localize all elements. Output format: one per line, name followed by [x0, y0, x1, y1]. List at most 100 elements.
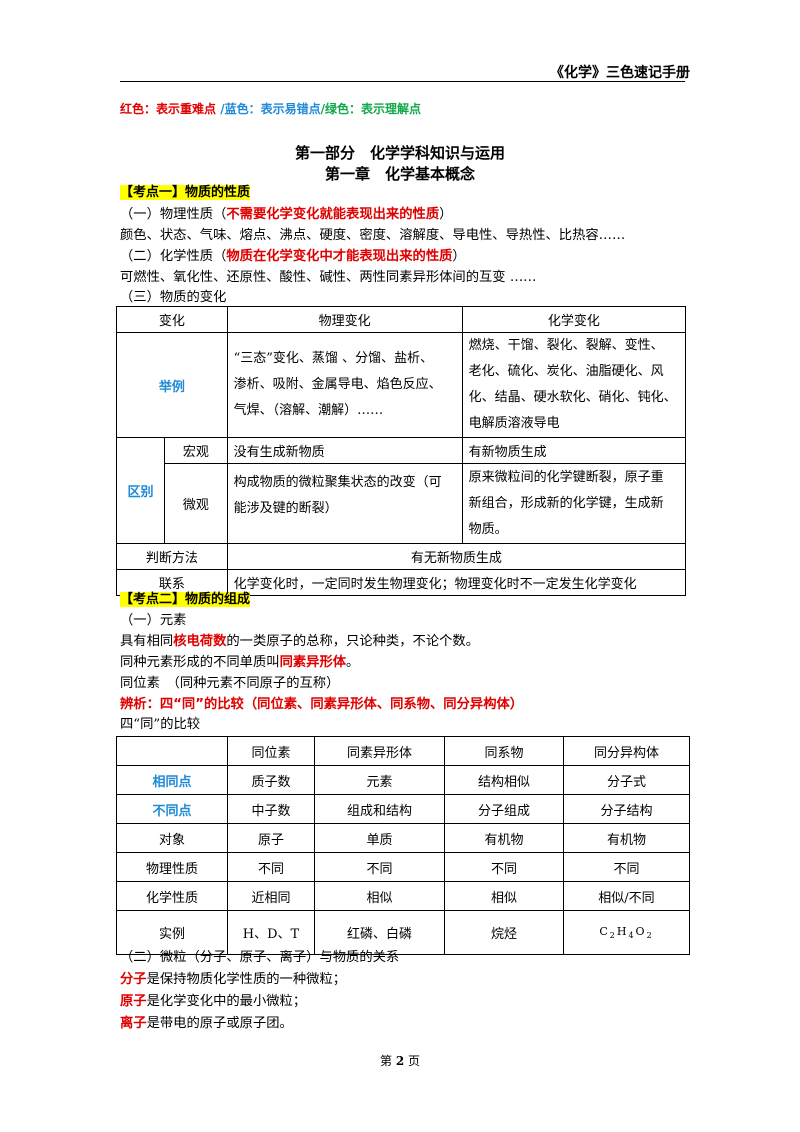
cell-line: 化、结晶、硬水软化、硝化、钝化、 [468, 390, 677, 405]
isotope-def: 同位素 （同种元素不同原子的互称） [120, 676, 340, 691]
table-cell: 近相同 [227, 881, 315, 911]
text-fragment: 是带电的原子或原子团。 [146, 1016, 293, 1031]
cell-line: 能涉及键的断裂） [233, 501, 338, 516]
table-cell: 元素 [314, 765, 445, 795]
table-cell: 分子结构 [563, 794, 690, 824]
text-fragment: 。 [346, 655, 360, 670]
table-cell: 有机物 [444, 823, 564, 853]
table-cell: 不同 [227, 852, 315, 882]
example-physical: “三态”变化、蒸馏 、分馏、盐析、 渗析、吸附、金属导电、焰色反应、 气焊、（溶… [226, 332, 463, 438]
table-row: 判断方法 有无新物质生成 [116, 543, 687, 570]
cell-line: 电解质溶液导电 [468, 416, 560, 431]
change-label: （三）物质的变化 [120, 290, 227, 305]
footer-text: 第 [379, 1054, 396, 1068]
table-cell: 有机物 [563, 823, 690, 853]
table-row: 举例 “三态”变化、蒸馏 、分馏、盐析、 渗析、吸附、金属导电、焰色反应、 气焊… [116, 332, 687, 438]
table-cell: 质子数 [227, 765, 315, 795]
table-cell: 分子式 [563, 765, 690, 795]
legend-sep: / [320, 102, 326, 116]
table-row: 实例 H、D、T 红磷、白磷 烷烃 C2H4O2 [116, 910, 690, 955]
table-cell: 分子组成 [444, 794, 564, 824]
key-term: 原子 [120, 994, 147, 1009]
color-legend: 红色：表示重难点 /蓝色：表示易错点/绿色：表示理解点 [120, 100, 421, 117]
table-header: 同素异形体 [314, 736, 445, 766]
text-fragment: 的一类原子的总称，只论种类，不论个数。 [226, 634, 480, 649]
table-row: 物理性质 不同 不同 不同 不同 [116, 852, 690, 882]
chemical-list: 可燃性、氧化性、还原性、酸性、碱性、两性同素异形体间的互变 …… [120, 270, 537, 285]
kp1-heading-line: 【考点一】物质的性质 [120, 183, 690, 203]
physical-property-line: （一）物理性质（不需要化学变化就能表现出来的性质） [120, 205, 690, 225]
formula-c: C [599, 924, 610, 938]
legend-green-prefix: 绿色：表示 [325, 102, 386, 116]
text-fragment: 同种元素形成的不同单质叫 [120, 655, 280, 670]
table-cell: 结构相似 [444, 765, 564, 795]
table-row: 区别 宏观 没有生成新物质 有新物质生成 [116, 437, 687, 544]
key-term: 离子 [120, 1016, 147, 1031]
table-header: 同系物 [444, 736, 564, 766]
chemical-property-line: （二）化学性质（物质在化学变化中才能表现出来的性质） [120, 247, 690, 267]
kp2-heading-line: 【考点二】物质的组成 [120, 590, 690, 610]
header-title: 《化学》三色速记手册 [550, 65, 690, 81]
table-header: 同分异构体 [563, 736, 690, 766]
table-header-blank [116, 736, 228, 766]
formula-sub: 2 [646, 931, 654, 941]
physical-label: （一）物理性质（ [120, 207, 227, 222]
four-same-table: 同位素 同素异形体 同系物 同分异构体 相同点 质子数 元素 结构相似 分子式 … [116, 736, 690, 955]
table-cell: 红磷、白磷 [314, 910, 445, 955]
table-cell: 中子数 [227, 794, 315, 824]
molecule-def: 分子是保持物质化学性质的一种微粒； [120, 970, 690, 990]
paren-close: ） [452, 249, 466, 264]
text-fragment: 具有相同 [120, 634, 174, 649]
table-row: 对象 原子 单质 有机物 有机物 [116, 823, 690, 853]
table-row: 不同点 中子数 组成和结构 分子组成 分子结构 [116, 794, 690, 824]
table-cell: 相似 [314, 881, 445, 911]
key-term: 核电荷数 [173, 634, 227, 649]
formula-sub: 2 [609, 931, 617, 941]
element-def: 具有相同核电荷数的一类原子的总称，只论种类，不论个数。 [120, 632, 690, 652]
example-chemical: 燃烧、干馏、裂化、裂解、变性、 老化、硫化、炭化、油脂硬化、风 化、结晶、硬水软… [461, 332, 687, 438]
paren-close: ） [439, 207, 453, 222]
table-header: 同位素 [227, 736, 315, 766]
example-label: 实例 [116, 910, 228, 955]
cell-line: 原来微粒间的化学键断裂，原子重 [468, 469, 664, 485]
macro-chemical: 有新物质生成 [461, 437, 687, 464]
table-row: 化学性质 近相同 相似 相似 相似/不同 [116, 881, 690, 911]
judge-label: 判断方法 [116, 543, 228, 570]
chem-label: 化学性质 [116, 881, 228, 911]
legend-blue-prefix: 蓝色：表示 [224, 102, 285, 116]
legend-blue-term: 易错点 [284, 102, 321, 116]
judge-value: 有无新物质生成 [226, 543, 687, 570]
cell-line: 渗析、吸附、金属导电、焰色反应、 [233, 377, 442, 392]
link-value: 化学变化时，一定同时发生物理变化；物理变化时不一定发生化学变化 [226, 569, 687, 596]
table-cell: 烷烃 [444, 910, 564, 955]
legend-red-term: 重难点 [180, 102, 217, 116]
table-cell: 不同 [563, 852, 690, 882]
macro-label: 宏观 [164, 437, 228, 464]
legend-sep: / [216, 102, 225, 116]
legend-green-term: 理解点 [385, 102, 422, 116]
page-number: 第 2 页 [0, 1052, 800, 1069]
particle-label: （二）微粒（分子、原子、离子）与物质的关系 [120, 950, 400, 965]
phys-label: 物理性质 [116, 852, 228, 882]
formula-h: H [616, 924, 629, 938]
formula-cell: C2H4O2 [563, 910, 690, 955]
chapter-title: 第一章 化学基本概念 [324, 165, 475, 183]
macro-physical: 没有生成新物质 [226, 437, 463, 464]
change-table: 变化 物理变化 化学变化 举例 “三态”变化、蒸馏 、分馏、盐析、 渗析、吸附、… [116, 306, 687, 596]
table-cell: 原子 [227, 823, 315, 853]
formula-sub: 4 [628, 931, 636, 941]
key-term: 同素异形体 [279, 655, 347, 670]
chemical-def: 物质在化学变化中才能表现出来的性质 [226, 249, 453, 264]
text-fragment: 是保持物质化学性质的一种微粒； [146, 972, 347, 987]
table-cell: 不同 [444, 852, 564, 882]
cell-line: 构成物质的微粒聚集状态的改变（可 [233, 475, 442, 490]
allotrope-def: 同种元素形成的不同单质叫同素异形体。 [120, 653, 690, 673]
link-label: 联系 [116, 569, 228, 596]
key-term: 分子 [120, 972, 147, 987]
cell-line: “三态”变化、蒸馏 、分馏、盐析、 [233, 351, 434, 366]
micro-chemical: 原来微粒间的化学键断裂，原子重 新组合，形成新的化学键，生成新 物质。 [461, 463, 687, 544]
part-title: 第一部分 化学学科知识与运用 [294, 144, 505, 162]
ion-def: 离子是带电的原子或原子团。 [120, 1014, 690, 1034]
table-row: 联系 化学变化时，一定同时发生物理变化；物理变化时不一定发生化学变化 [116, 569, 687, 596]
